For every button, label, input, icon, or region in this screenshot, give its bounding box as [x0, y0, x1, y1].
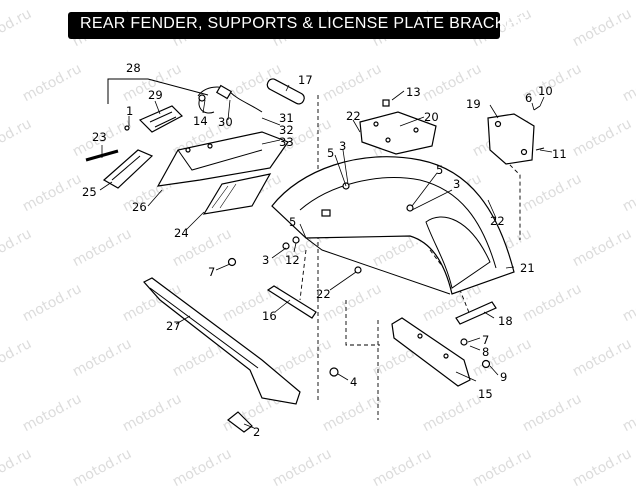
callout-18: 18	[498, 314, 513, 328]
part-lamp-29	[138, 105, 183, 133]
callout-22: 22	[346, 109, 361, 123]
part-screw-22	[354, 266, 362, 274]
callout-5: 5	[436, 163, 443, 177]
part-bracket-19	[487, 113, 535, 165]
part-nut-3	[282, 242, 290, 250]
part-fender-21	[271, 156, 515, 295]
callout-29: 29	[148, 88, 163, 102]
callout-33: 33	[279, 135, 294, 149]
callout-15: 15	[478, 387, 493, 401]
callout-12: 12	[285, 253, 300, 267]
part-support-15	[391, 317, 471, 387]
callout-27: 27	[166, 319, 181, 333]
leader-lines	[99, 84, 553, 429]
callout-11: 11	[552, 147, 567, 161]
callout-30: 30	[218, 115, 233, 129]
title-bar	[68, 12, 500, 39]
callout-13: 13	[406, 85, 421, 99]
callout-25: 25	[82, 185, 97, 199]
part-license-plate-24	[202, 173, 272, 215]
callout-10: 10	[538, 84, 553, 98]
guide-line	[345, 300, 380, 346]
callout-14: 14	[193, 114, 208, 128]
part-license-bracket-26	[156, 131, 289, 187]
part-washer-7	[460, 338, 468, 346]
callout-8: 8	[482, 345, 489, 359]
callout-9: 9	[500, 370, 507, 384]
callout-31: 31	[279, 111, 294, 125]
callout-1: 1	[126, 104, 133, 118]
part-nut-9	[481, 359, 491, 369]
callout-20: 20	[424, 110, 439, 124]
part-washer-7	[227, 257, 237, 267]
callout-5: 5	[327, 146, 334, 160]
guide-line	[494, 149, 521, 240]
part-bolt-2	[227, 411, 253, 433]
diagram-title: REAR FENDER, SUPPORTS & LICENSE PLATE BR…	[80, 15, 527, 32]
part-strut-16	[266, 285, 317, 319]
part-screw-1	[124, 125, 130, 131]
callout-4: 4	[350, 375, 357, 389]
part-plate-20	[359, 111, 437, 155]
callout-7: 7	[208, 265, 215, 279]
bracket-28	[107, 78, 209, 104]
callout-3: 3	[262, 253, 269, 267]
callout-28: 28	[126, 61, 141, 75]
callout-23: 23	[92, 130, 107, 144]
callout-17: 17	[298, 73, 313, 87]
part-nut-12	[292, 236, 300, 244]
callout-3: 3	[453, 177, 460, 191]
callout-19: 19	[466, 97, 481, 111]
callout-3: 3	[339, 139, 346, 153]
callout-7: 7	[482, 333, 489, 347]
callout-16: 16	[262, 309, 277, 323]
exploded-view: 1 2 3 3 3 4 5 5 5 6 7 7 8 9 10 11 12 13 …	[82, 61, 567, 439]
callout-5: 5	[289, 215, 296, 229]
callout-24: 24	[174, 226, 189, 240]
callout-26: 26	[132, 200, 147, 214]
part-bracket-25	[102, 149, 154, 189]
callout-6: 6	[525, 91, 532, 105]
part-cap-13	[382, 99, 390, 107]
part-strut-18	[455, 301, 497, 325]
callout-32: 32	[279, 123, 294, 137]
callout-22: 22	[316, 287, 331, 301]
callout-2: 2	[253, 425, 260, 439]
part-washer-4	[329, 367, 339, 377]
callout-22: 22	[490, 214, 505, 228]
guide-line	[299, 249, 307, 301]
callout-21: 21	[520, 261, 535, 275]
